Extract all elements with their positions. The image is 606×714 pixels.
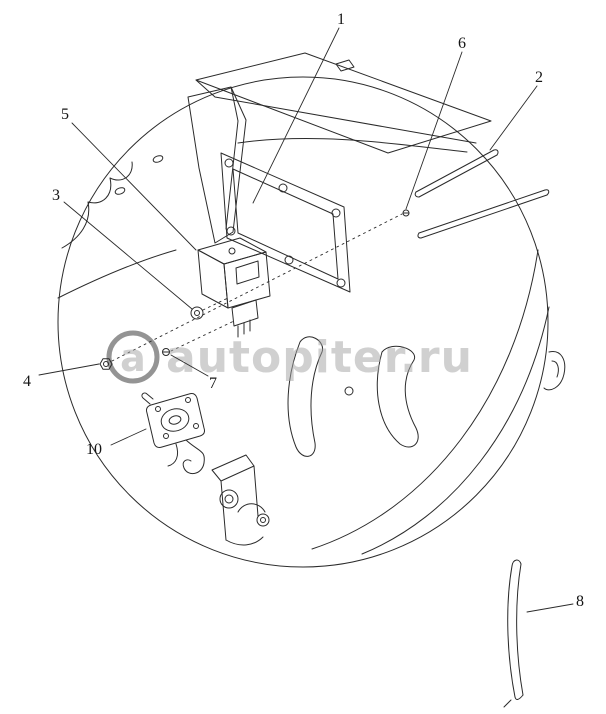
fender-outline [57, 76, 549, 568]
watermark: a autopiter.ru [106, 330, 473, 384]
retaining-strip [503, 559, 524, 708]
leader-line [38, 363, 100, 376]
callout-1: 1 [252, 11, 345, 204]
callout-2: 2 [489, 69, 543, 151]
control-unit [197, 237, 271, 338]
watermark-logo-letter: a [120, 336, 146, 380]
alignment-dotted-lines [111, 213, 403, 362]
leader-line [170, 354, 209, 377]
screw-small [162, 348, 170, 356]
mounting-plate [220, 152, 351, 293]
watermark-text: autopiter.ru [166, 332, 473, 383]
leader-line [252, 27, 340, 204]
callouts: 1 2 3 4 5 6 7 [23, 11, 584, 613]
washer [190, 306, 204, 320]
callout-3: 3 [52, 187, 193, 310]
rod-upper [414, 149, 499, 198]
callout-label: 2 [535, 69, 543, 86]
cowl-details [57, 155, 177, 299]
watermark-logo-circle [106, 330, 160, 384]
leader-line [63, 201, 193, 310]
callout-label: 4 [23, 373, 31, 390]
callout-5: 5 [61, 106, 197, 251]
callout-4: 4 [23, 363, 100, 390]
leader-line [110, 428, 147, 446]
callout-label: 7 [209, 375, 217, 392]
callout-label: 1 [337, 11, 345, 28]
callout-10: 10 [86, 428, 147, 458]
screw-top [402, 209, 410, 217]
callout-label: 10 [86, 441, 102, 458]
leader-line [405, 51, 463, 210]
connector-plug [141, 392, 205, 475]
leader-line [489, 85, 538, 151]
fender-details [287, 249, 566, 555]
callout-label: 6 [458, 35, 466, 52]
rod-lower [417, 189, 550, 239]
callout-6: 6 [405, 35, 466, 210]
leader-line [71, 122, 197, 251]
callout-label: 3 [52, 187, 60, 204]
callout-8: 8 [526, 593, 584, 613]
support-bracket [187, 86, 247, 244]
callout-label: 8 [576, 593, 584, 610]
top-panel [195, 52, 492, 154]
callout-7: 7 [170, 354, 217, 392]
callout-label: 5 [61, 106, 69, 123]
leader-line [526, 603, 574, 613]
bracket-details [211, 454, 270, 546]
